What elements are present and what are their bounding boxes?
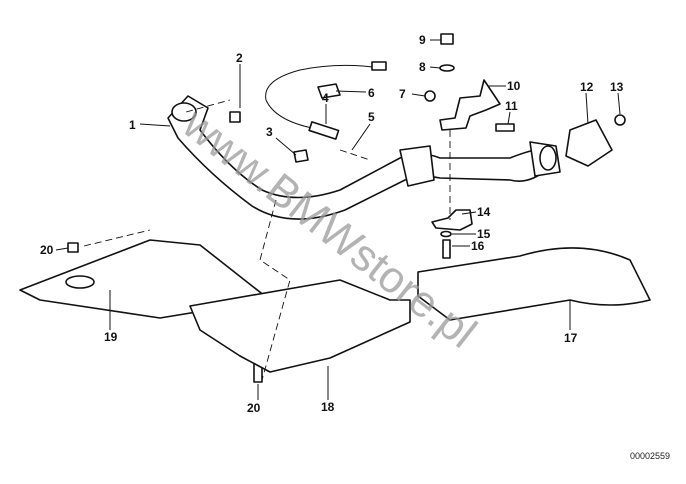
callout-14: 14 (477, 205, 491, 219)
front-exhaust-pipe (167, 95, 561, 220)
gasket-12 (565, 119, 613, 167)
callout-3: 3 (266, 125, 273, 139)
clip-3 (293, 149, 309, 163)
leader-lines (55, 39, 621, 400)
callout-10: 10 (507, 79, 521, 93)
nut-13 (614, 114, 626, 126)
callout-20-bottom: 20 (247, 401, 261, 415)
diagram-code: 00002559 (630, 451, 670, 461)
bolt-11 (495, 123, 515, 132)
washer-8 (439, 64, 455, 72)
heat-shield-17 (417, 247, 651, 321)
callout-16: 16 (471, 239, 485, 253)
heat-shield-18 (189, 279, 411, 373)
callout-4: 4 (322, 91, 329, 105)
callout-11: 11 (505, 99, 518, 113)
callout-17: 17 (564, 331, 578, 345)
callout-15: 15 (477, 227, 491, 241)
bracket-10 (439, 79, 501, 131)
callout-18: 18 (321, 400, 335, 414)
bracket-14 (431, 209, 473, 231)
bolt-9 (440, 33, 454, 45)
callout-6: 6 (368, 86, 375, 100)
screw-20-left (67, 242, 79, 253)
clip-2 (229, 111, 241, 123)
callout-5: 5 (368, 110, 375, 124)
bolt-16 (442, 239, 451, 259)
callout-9: 9 (419, 33, 426, 47)
washer-15 (440, 230, 452, 238)
callout-20-left: 20 (40, 243, 54, 257)
callout-12: 12 (580, 80, 594, 94)
nut-7 (424, 90, 436, 102)
oxygen-sensor (265, 61, 387, 140)
callout-2: 2 (236, 51, 243, 65)
callout-8: 8 (419, 60, 426, 74)
heat-shield-19-dome (65, 275, 95, 289)
callout-13: 13 (610, 80, 624, 94)
callout-19: 19 (104, 330, 118, 344)
callout-1: 1 (129, 118, 136, 132)
clip-6 (317, 83, 341, 99)
callout-7: 7 (399, 87, 406, 101)
